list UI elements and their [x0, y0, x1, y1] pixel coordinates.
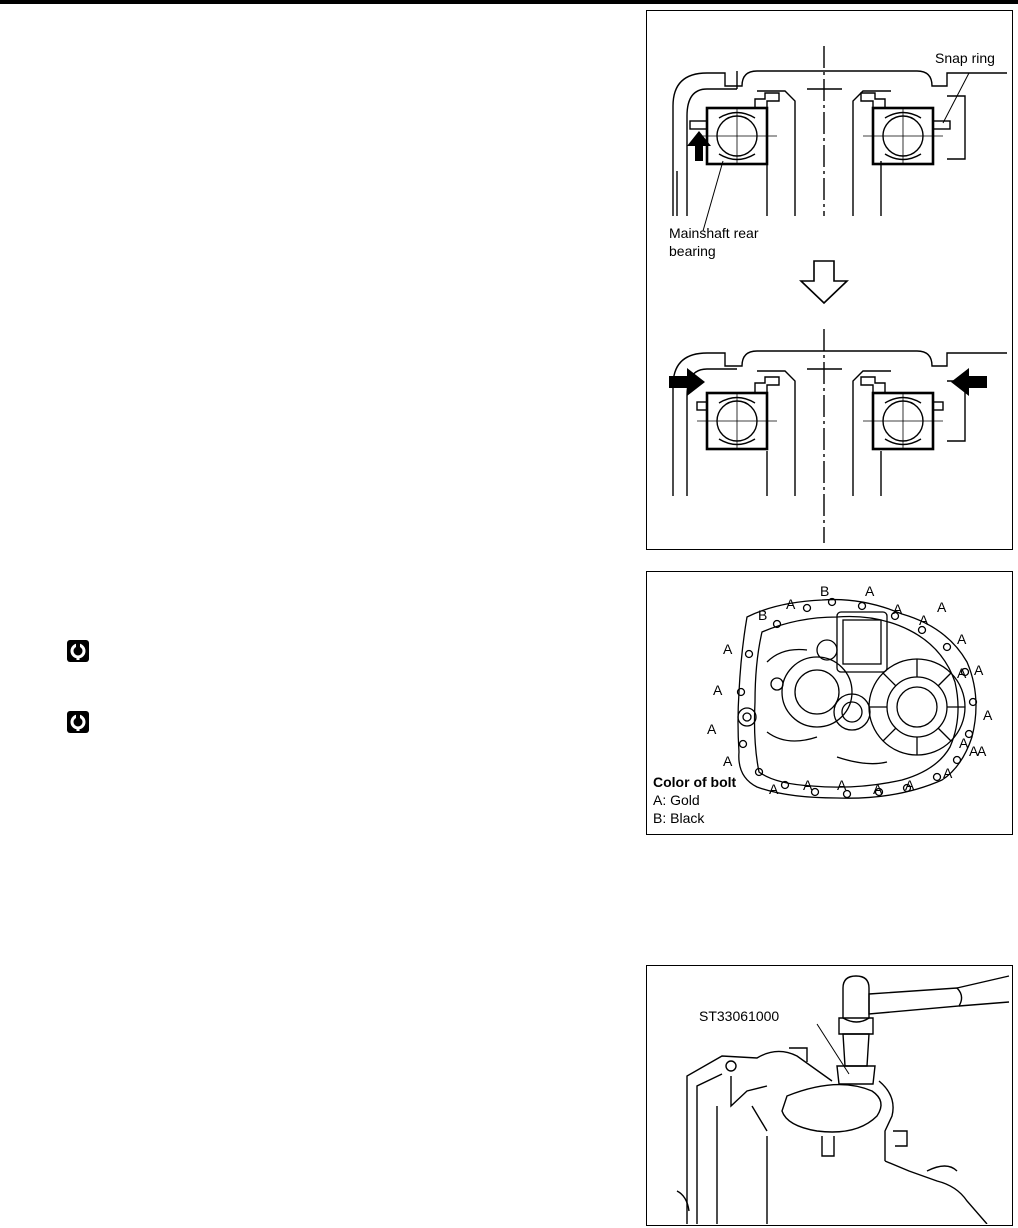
bolt-letter: A: [873, 781, 883, 797]
bolt-letter: A: [865, 583, 875, 599]
bolt-letter: A: [969, 743, 979, 759]
bolt-letter: A: [769, 781, 779, 797]
case-bolt-diagram: B B A A A A A A A A A A A A A A A A A A …: [653, 583, 993, 826]
hammer-tool-diagram: ST33061000: [676, 975, 1010, 1224]
mainshaft-bearing-callout-line1: Mainshaft rear: [669, 225, 759, 241]
bolt-letter: A: [723, 753, 733, 769]
bolt-letter: A: [974, 662, 984, 678]
bolt-color-legend-title: Color of bolt: [653, 774, 737, 790]
bolt-letter: B: [758, 607, 767, 623]
bolt-letter: A: [983, 707, 993, 723]
bolt-letter: B: [820, 583, 829, 599]
mainshaft-bearing-callout-line2: bearing: [669, 243, 716, 259]
tool-installation-figure: ST33061000: [646, 965, 1013, 1226]
bolt-letter: A: [707, 721, 717, 737]
bolt-color-figure: B B A A A A A A A A A A A A A A A A A A …: [646, 571, 1013, 835]
bolt-letter: A: [977, 743, 987, 759]
bolt-letter: A: [803, 777, 813, 793]
bolt-letter: A: [713, 682, 723, 698]
torque-wrench-icon: [67, 640, 89, 662]
bolt-color-legend-b: B: Black: [653, 810, 705, 826]
bolt-letter: A: [786, 596, 796, 612]
bolt-letter: A: [937, 599, 947, 615]
bolt-letter: A: [959, 735, 969, 751]
bolt-letter: A: [723, 641, 733, 657]
bolt-color-legend-a: A: Gold: [653, 792, 700, 808]
page-top-rule: [0, 0, 1018, 4]
bolt-letter: A: [837, 777, 847, 793]
bolt-letter: A: [957, 665, 967, 681]
bolt-letter: A: [919, 612, 929, 628]
torque-wrench-icon: [67, 711, 89, 733]
bolt-letter: A: [905, 777, 915, 793]
bolt-letter: A: [957, 631, 967, 647]
bearing-snap-ring-figure: Snap ring Mainshaft rear bearing: [646, 10, 1013, 550]
special-tool-number-label: ST33061000: [699, 1008, 779, 1024]
snap-ring-callout: Snap ring: [935, 50, 995, 66]
bolt-letter: A: [893, 601, 903, 617]
bolt-letter: A: [943, 765, 953, 781]
bearing-diagram: Snap ring Mainshaft rear bearing: [669, 46, 1007, 543]
